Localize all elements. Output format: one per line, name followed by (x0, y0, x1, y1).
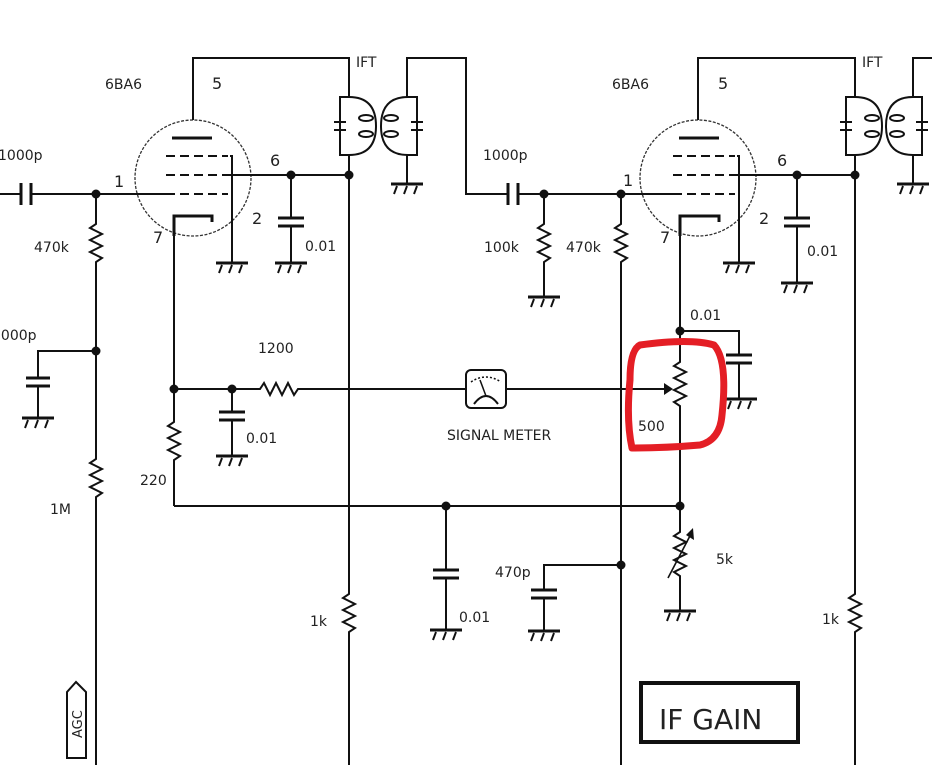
ground-icon (779, 281, 815, 295)
ground-icon (389, 182, 425, 196)
signal-meter-icon (465, 369, 507, 409)
label-c-in-1: 1000p (0, 148, 43, 164)
capacitor-screen-2 (784, 216, 810, 228)
junction-dots (91, 170, 860, 570)
label-c-agc: 1000p (0, 328, 37, 344)
tube-1-type: 6BA6 (105, 77, 142, 93)
tube-1 (134, 119, 252, 237)
label-r-meter: 1200 (258, 341, 294, 357)
ift-2-label: IFT (862, 55, 883, 71)
label-c-in-2: 1000p (483, 148, 528, 164)
capacitor-meter (219, 410, 245, 422)
ground-icon (273, 261, 309, 275)
capacitor-cathode-2 (726, 353, 752, 365)
label-r-plate-2: 1k (822, 612, 840, 628)
highlight-annotation (624, 338, 728, 452)
tube-2-cathode (678, 214, 721, 236)
tube-2-pin-grid: 1 (623, 171, 633, 190)
if-gain-title: IF GAIN (659, 703, 762, 736)
ground-icon (214, 454, 250, 468)
label-c-gain: 470p (495, 565, 531, 581)
label-r-cathode-1: 220 (140, 473, 167, 489)
ift-1 (334, 57, 507, 195)
label-r-in-2: 100k (484, 240, 520, 256)
resistor-grid-2 (612, 220, 630, 270)
ground-icon (526, 629, 562, 643)
stage-1-wiring (0, 57, 680, 765)
resistor-meter-1200 (256, 380, 302, 398)
tube-2-pin-plate: 5 (718, 74, 728, 93)
ground-icon (20, 416, 56, 430)
label-pot-cathode-2: 500 (638, 419, 665, 435)
tube-1-cathode (172, 214, 214, 236)
resistor-cathode-1 (165, 418, 183, 468)
signal-meter-label: SIGNAL METER (447, 428, 551, 444)
resistor-plate-2 (846, 590, 864, 640)
ground-icon (428, 628, 464, 642)
tube-1-pin-plate: 5 (212, 74, 222, 93)
label-r-grid-2: 470k (566, 240, 602, 256)
capacitor-agc (26, 376, 50, 388)
capacitor-screen-1 (278, 216, 304, 228)
capacitor-gain (531, 588, 557, 600)
ground-icon (895, 182, 931, 196)
resistor-agc-1M (87, 455, 105, 505)
ground-icon (526, 295, 562, 309)
tube-1-pin-cathode: 7 (153, 228, 163, 247)
variable-resistor-5k[interactable] (667, 528, 694, 582)
potentiometer-500[interactable] (664, 358, 689, 412)
resistor-grid-1 (87, 220, 105, 270)
label-c-cathode-bus: 0.01 (459, 610, 490, 626)
label-r-plate-1: 1k (310, 614, 328, 630)
if-gain-title-box: IF GAIN (639, 681, 800, 744)
label-r-agc: 1M (50, 502, 71, 518)
agc-port: AGC (66, 680, 87, 759)
label-c-meter: 0.01 (246, 431, 277, 447)
label-pot-gain: 5k (716, 552, 734, 568)
ground-icon (721, 261, 757, 275)
label-c-screen-1: 0.01 (305, 239, 336, 255)
tube-1-pin-grid: 1 (114, 172, 124, 191)
ground-icon (723, 397, 759, 411)
capacitor-input-1 (19, 183, 33, 205)
ground-icon (662, 609, 698, 623)
capacitor-input-2 (506, 183, 520, 205)
tube-1-pin-screen: 6 (270, 151, 280, 170)
ift-1-label: IFT (356, 55, 377, 71)
resistor-input-2 (535, 220, 553, 270)
tube-1-pin-suppressor: 2 (252, 209, 262, 228)
label-c-cathode-2: 0.01 (690, 308, 721, 324)
agc-label: AGC (71, 710, 86, 738)
ift-2 (840, 96, 928, 183)
tube-2-pin-screen: 6 (777, 151, 787, 170)
tube-2-pin-suppressor: 2 (759, 209, 769, 228)
ground-icon (214, 261, 250, 275)
tube-2-pin-cathode: 7 (660, 228, 670, 247)
resistor-plate-1 (340, 590, 358, 640)
capacitor-cathode-bus (433, 568, 459, 580)
tube-2-type: 6BA6 (612, 77, 649, 93)
label-r-grid-1: 470k (34, 240, 70, 256)
label-c-screen-2: 0.01 (807, 244, 838, 260)
